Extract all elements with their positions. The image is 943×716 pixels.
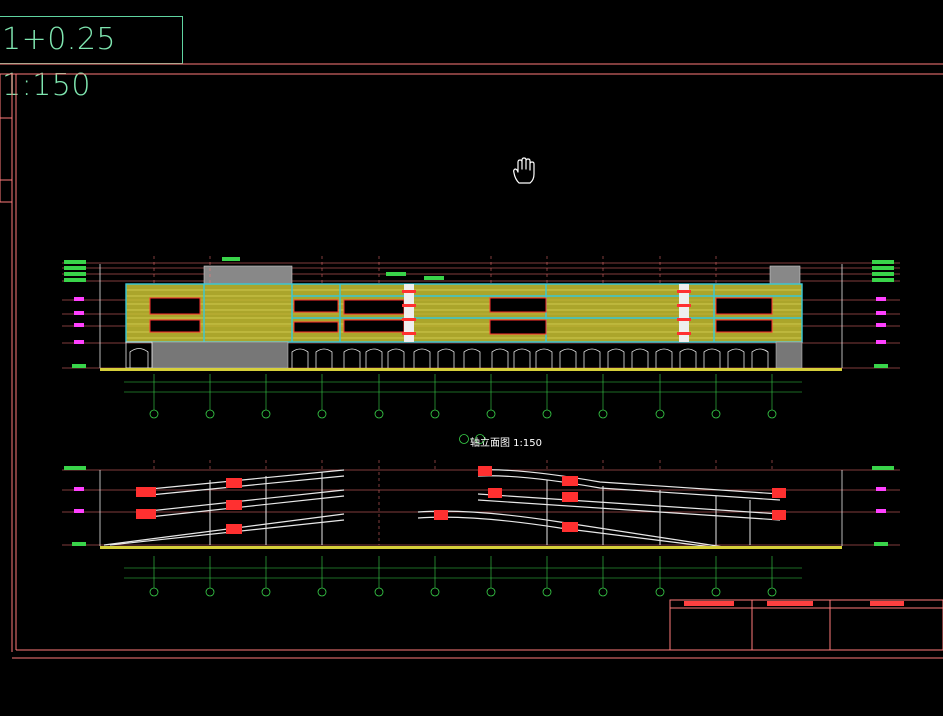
title-block	[669, 599, 943, 651]
elevation-title-bubbles	[459, 434, 485, 444]
lower-section	[62, 460, 900, 597]
elevation-view-title: 轴立面图 1:150	[470, 438, 542, 449]
upper-elevation	[62, 256, 900, 419]
sheet-frame	[0, 63, 943, 659]
hand-pan-icon	[513, 157, 535, 184]
